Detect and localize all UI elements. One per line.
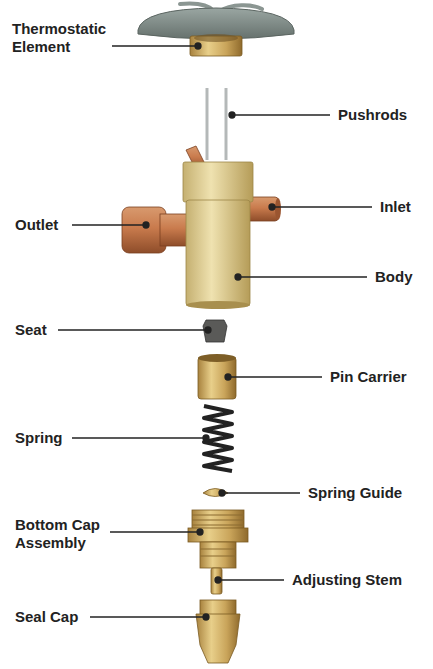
part-label: Seal Cap xyxy=(15,608,78,626)
part-label: Body xyxy=(375,268,413,286)
part-label: Thermostatic Element xyxy=(12,20,112,56)
valve-body xyxy=(122,146,281,309)
pin-carrier xyxy=(198,354,236,399)
leader-lines xyxy=(58,43,372,620)
part-label: Pushrods xyxy=(338,106,407,124)
spring-guide xyxy=(203,489,228,497)
thermostatic-element xyxy=(138,4,294,57)
part-label: Adjusting Stem xyxy=(292,571,402,589)
bottom-cap-assembly xyxy=(188,510,248,594)
part-label: Seat xyxy=(15,321,47,339)
part-label: Pin Carrier xyxy=(330,368,407,386)
pushrods xyxy=(207,88,226,160)
seal-cap xyxy=(196,600,240,663)
spring xyxy=(204,406,232,471)
part-label: Spring xyxy=(15,429,63,447)
part-label: Spring Guide xyxy=(308,484,402,502)
part-label: Outlet xyxy=(15,216,58,234)
part-label: Inlet xyxy=(380,198,411,216)
seat xyxy=(203,320,227,342)
part-label: Bottom Cap Assembly xyxy=(15,516,107,552)
